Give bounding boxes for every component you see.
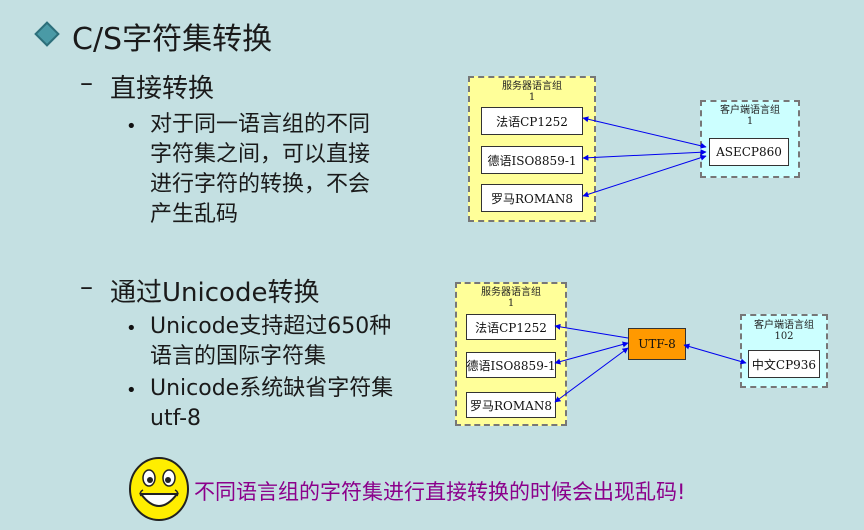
diagram2-node-roman8: 罗马ROMAN8: [466, 392, 556, 418]
dash-bullet-icon: –: [80, 68, 93, 98]
group-title-text: 客户端语言组: [720, 105, 780, 116]
diagram2-node-cp1252: 法语CP1252: [466, 314, 556, 340]
group-title: 客户端语言组 102: [742, 320, 826, 342]
group-number: 102: [774, 331, 794, 342]
arrow-iso8859-asecp860: [582, 149, 707, 161]
group-title: 服务器语言组 1: [457, 287, 565, 309]
text-line: Unicode系统缺省字符集: [150, 376, 394, 401]
text-line: 产生乱码: [150, 202, 239, 227]
heading-part: 转换: [267, 278, 320, 308]
diagram1-client-group: 客户端语言组 1 ASECP860: [700, 100, 800, 178]
heading-part: 通过: [110, 278, 163, 308]
group-title-text: 客户端语言组: [754, 320, 814, 331]
diagram2-server-group: 服务器语言组 1 法语CP1252 德语ISO8859-1 罗马ROMAN8: [455, 282, 567, 426]
smiley-face-icon: [129, 457, 189, 521]
group-number: 1: [528, 92, 536, 103]
heading-part: Unicode: [162, 278, 268, 308]
slide-title: C/S字符集转换: [72, 22, 273, 57]
diagram1-server-group: 服务器语言组 1 法语CP1252 德语ISO8859-1 罗马ROMAN8: [468, 76, 596, 222]
diagram2-node-iso8859: 德语ISO8859-1: [466, 352, 556, 378]
arrow-cp1252-utf8: [554, 323, 629, 339]
diagram2-node-cp936: 中文CP936: [748, 350, 820, 378]
arrow-roman8-asecp860: [582, 154, 707, 198]
diagram1-node-iso8859: 德语ISO8859-1: [481, 146, 583, 174]
diagram1-node-asecp860: ASECP860: [709, 138, 789, 166]
arrow-roman8-utf8: [554, 347, 629, 403]
arrow-cp1252-asecp860: [582, 116, 707, 149]
section2-bullet2: Unicode系统缺省字符集 utf-8: [150, 374, 393, 434]
text-line: 语言的国际字符集: [150, 344, 327, 369]
text-line: utf-8: [150, 406, 202, 431]
diagram1-node-roman8: 罗马ROMAN8: [481, 184, 583, 212]
group-title: 服务器语言组 1: [470, 81, 594, 103]
bullet-dot-icon: •: [126, 318, 137, 339]
text-line: 对于同一语言组的不同: [150, 112, 371, 137]
bullet-dot-icon: •: [126, 380, 137, 401]
diagram2-client-group: 客户端语言组 102 中文CP936: [740, 314, 828, 388]
group-title-text: 服务器语言组: [481, 287, 541, 298]
section2-bullet1: Unicode支持超过650种 语言的国际字符集: [150, 312, 391, 372]
text-line: 字符集之间，可以直接: [150, 142, 371, 167]
group-number: 1: [507, 298, 515, 309]
group-title: 客户端语言组 1: [702, 105, 798, 127]
section1-bullet1: 对于同一语言组的不同 字符集之间，可以直接 进行字符的转换，不会 产生乱码: [150, 110, 370, 230]
group-number: 1: [746, 116, 754, 127]
warning-text: 不同语言组的字符集进行直接转换的时候会出现乱码!: [194, 480, 686, 504]
text-line: Unicode支持超过650种: [150, 314, 392, 339]
diagram1-node-cp1252: 法语CP1252: [481, 107, 583, 135]
group-title-text: 服务器语言组: [502, 81, 562, 92]
dash-bullet-icon: –: [80, 272, 93, 302]
section1-heading: 直接转换: [110, 74, 215, 104]
arrow-iso8859-utf8: [554, 341, 629, 365]
text-line: 进行字符的转换，不会: [150, 172, 371, 197]
bullet-dot-icon: •: [126, 116, 137, 137]
arrow-utf8-cp936: [683, 343, 747, 365]
section2-heading: 通过Unicode转换: [110, 272, 319, 309]
